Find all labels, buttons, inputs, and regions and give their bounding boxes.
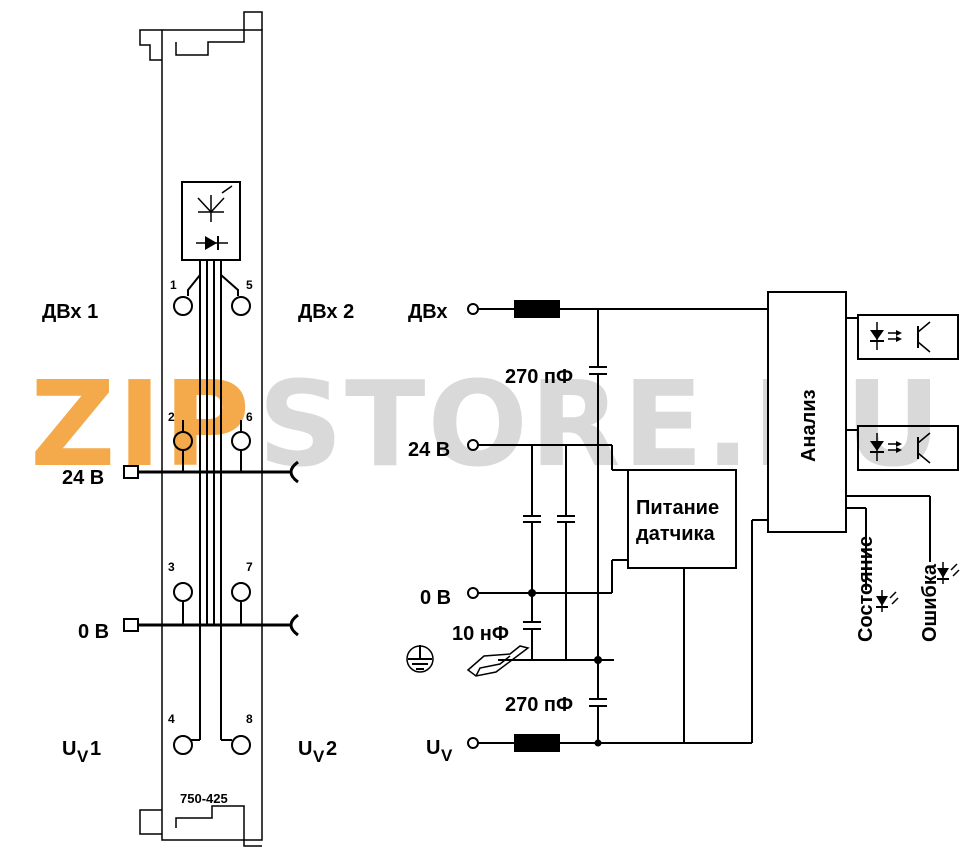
bus-0v-connector (123, 618, 139, 632)
analysis-block: Анализ (767, 291, 847, 533)
cap-bottom-label: 270 пФ (505, 694, 573, 716)
svg-text:1: 1 (90, 738, 101, 760)
input-uv-terminal (467, 737, 479, 749)
terminal-1-label: 1 (170, 278, 177, 292)
capacitor-270pf-bottom (589, 698, 607, 707)
bus-0v-contact (289, 613, 299, 637)
bottom-clip-right (175, 805, 262, 847)
input-0v-label: 0 В (420, 587, 451, 609)
top-clip-right (175, 11, 263, 56)
capacitor-10nf (523, 621, 541, 630)
error-led-icon (937, 562, 960, 584)
input-dvx-choke (514, 300, 560, 318)
cap-top-label: 270 пФ (505, 366, 573, 388)
terminal-8: 8 (231, 712, 253, 755)
diode-icon (196, 236, 228, 250)
terminal-1: 1 (170, 278, 193, 316)
error-led-label: Ошибка (919, 563, 941, 642)
svg-text:V: V (77, 747, 89, 766)
input-24v-label: 24 В (408, 439, 450, 461)
terminal-7: 7 (231, 560, 253, 602)
terminal-5-label: 5 (246, 278, 253, 292)
label-di1: ДВх 1 (42, 301, 98, 323)
internal-wires (187, 260, 239, 741)
terminal-3-label: 3 (168, 560, 175, 574)
label-24v-bus: 24 В (62, 467, 104, 489)
terminal-4-label: 4 (168, 712, 175, 726)
sensor-power-label-1: Питание (636, 497, 719, 519)
din-rail-icon (466, 645, 530, 677)
bus-0v (123, 613, 299, 637)
capacitor-decouple-1 (523, 515, 541, 523)
optocoupler-1 (846, 314, 959, 360)
svg-text:2: 2 (326, 738, 337, 760)
input-0v-terminal (467, 587, 479, 599)
top-clip-left (139, 29, 162, 61)
status-led-label: Состояние (855, 536, 877, 642)
bus-24v (123, 460, 299, 484)
cap-gnd-label: 10 нФ (452, 623, 509, 645)
svg-text:U: U (298, 738, 312, 760)
terminal-4: 4 (168, 712, 193, 755)
svg-text:U: U (62, 738, 76, 760)
svg-text:V: V (441, 746, 453, 765)
bus-24v-contact (289, 460, 299, 484)
terminal-6-label: 6 (246, 410, 253, 424)
terminal-3: 3 (168, 560, 193, 602)
label-uv1: U V 1 (62, 738, 101, 766)
terminal-5: 5 (231, 278, 253, 316)
input-uv-label: U V (426, 737, 453, 765)
optocoupler-2 (846, 425, 959, 471)
sensor-power-block: Питание датчика (627, 469, 737, 569)
terminal-8-label: 8 (246, 712, 253, 726)
label-di2: ДВх 2 (298, 301, 354, 323)
status-led-icon (876, 590, 899, 612)
input-uv-choke (514, 734, 560, 752)
label-uv2: U V 2 (298, 738, 337, 766)
protective-earth-icon (406, 645, 434, 673)
module-body: 1 5 2 6 3 7 4 8 (42, 11, 354, 847)
part-number: 750-425 (180, 791, 228, 806)
terminal-2-label: 2 (168, 410, 175, 424)
input-dvx-terminal (467, 303, 479, 315)
label-0v-bus: 0 В (78, 621, 109, 643)
capacitor-decouple-2 (557, 515, 575, 523)
svg-text:U: U (426, 737, 440, 759)
input-dvx-label: ДВх (408, 301, 448, 323)
sensor-power-label-2: датчика (636, 523, 716, 545)
analysis-label: Анализ (798, 389, 820, 462)
terminal-7-label: 7 (246, 560, 253, 574)
svg-text:V: V (313, 747, 325, 766)
photo-receiver-icon (197, 185, 233, 222)
led-indicator-box (181, 181, 241, 261)
module-housing (161, 29, 263, 841)
bottom-clip-left (139, 809, 162, 835)
schematic: ДВх 24 В 0 В U V 270 пФ (406, 291, 960, 765)
